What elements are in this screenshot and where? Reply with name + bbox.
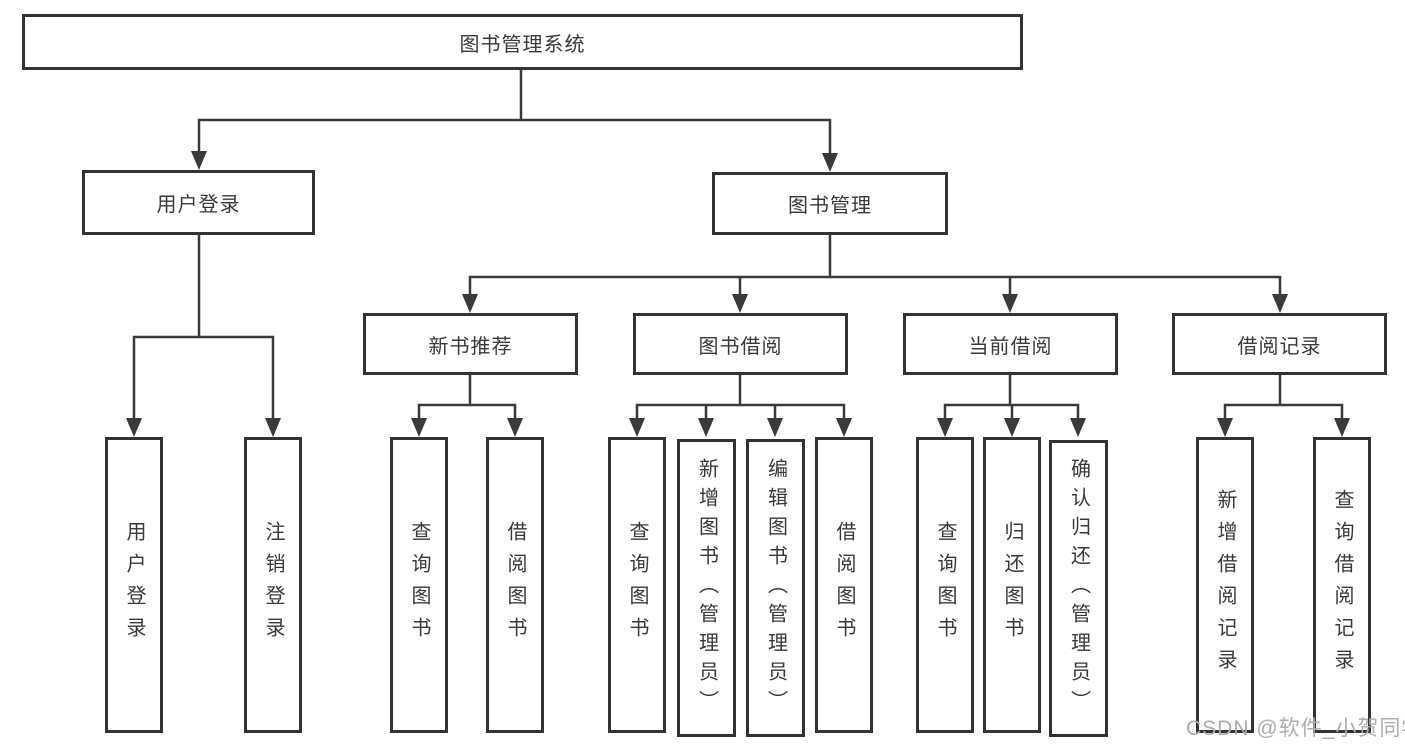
watermark: CSDN @软件_小贺同学 [1186,717,1405,740]
leaf-logout: 注销登录 [244,437,302,733]
node-label: 归还图书 [1001,521,1023,649]
node-label: 新增借阅记录 [1214,489,1236,681]
connector-user-login-split [126,234,281,437]
node-book-borrowing: 图书借阅 [633,313,848,375]
node-label: 借阅图书 [504,521,526,649]
node-label: 借阅记录 [1237,335,1322,358]
node-label: 借阅图书 [833,521,855,649]
leaf-add-borrow-record: 新增借阅记录 [1196,437,1254,733]
leaf-query-books-borrowing: 查询图书 [608,437,666,733]
node-label: 图书管理 [788,195,872,217]
leaf-borrow-books-borrowing: 借阅图书 [815,437,873,733]
leaf-confirm-return-admin: 确认归还（管理员） [1049,440,1108,737]
node-label: 当前借阅 [968,335,1053,358]
connector-borrow-records-split [1217,374,1350,437]
node-current-borrowing: 当前借阅 [903,313,1118,375]
node-label: 注销登录 [262,521,284,649]
node-label: 用户登录 [156,194,241,216]
node-user-login: 用户登录 [82,170,315,235]
node-label: 图书管理系统 [459,33,586,56]
connector-book-borrow-split [629,374,852,437]
leaf-edit-books-admin: 编辑图书（管理员） [746,439,805,737]
leaf-query-books-recommend: 查询图书 [390,437,448,733]
node-label: 编辑图书（管理员） [764,457,787,719]
node-label: 图书借阅 [698,335,783,358]
connector-root-split [191,69,838,172]
node-new-book-recommendation: 新书推荐 [363,313,578,375]
node-label: 新书推荐 [428,335,513,358]
node-label: 查询图书 [626,521,648,649]
node-label: 用户登录 [123,521,145,649]
connector-book-management-split [462,234,1288,313]
leaf-user-login: 用户登录 [105,437,163,733]
node-borrowing-records: 借阅记录 [1172,313,1387,375]
connector-current-borrow-split [937,374,1086,437]
leaf-return-books: 归还图书 [983,437,1041,733]
leaf-query-books-current: 查询图书 [916,437,974,733]
leaf-borrow-books-recommend: 借阅图书 [486,437,544,733]
leaf-query-borrow-record: 查询借阅记录 [1313,437,1371,733]
node-book-management: 图书管理 [712,172,948,235]
node-label: 确认归还（管理员） [1067,458,1090,719]
connector-new-book-split [411,374,523,437]
node-label: 查询图书 [408,521,430,649]
node-label: 新增图书（管理员） [695,457,718,719]
node-label: 查询图书 [934,521,956,649]
node-label: 查询借阅记录 [1331,489,1353,681]
node-book-management-system: 图书管理系统 [22,14,1023,70]
leaf-add-books-admin: 新增图书（管理员） [677,439,736,737]
